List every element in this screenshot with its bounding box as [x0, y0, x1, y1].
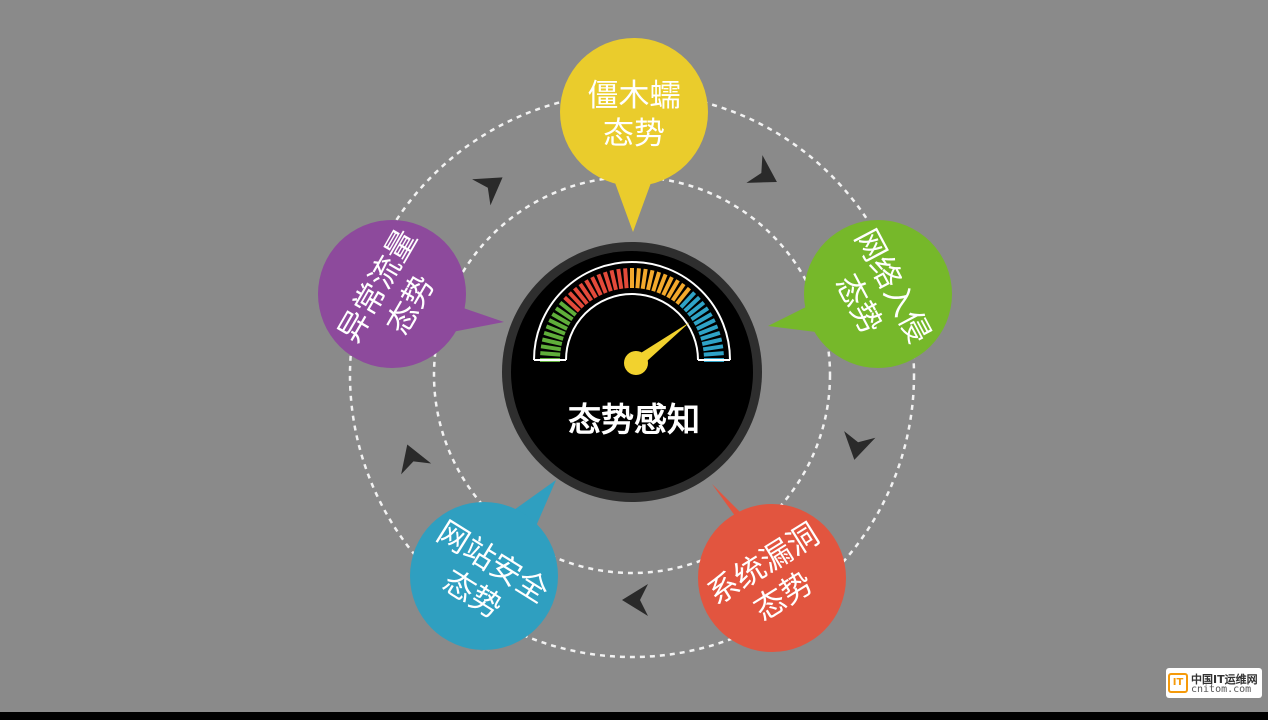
gauge-tick: [679, 291, 697, 309]
gauge-tick: [646, 269, 655, 291]
gauge-tick: [690, 306, 710, 322]
gauge-tick: [666, 279, 680, 299]
gauge-tick: [590, 276, 603, 296]
gauge-tick: [541, 337, 563, 346]
gauge-tick: [573, 286, 589, 305]
chevron-arrow-icon: [746, 155, 777, 183]
gauge-tick: [661, 276, 674, 296]
flow-chevrons: [401, 155, 876, 616]
gauge-tick: [701, 337, 723, 346]
gauge-tick: [540, 344, 562, 352]
bubble-circle: [318, 220, 466, 368]
bubble-circle: [698, 504, 846, 652]
gauge-tick: [543, 330, 564, 341]
chevron-arrow-icon: [622, 584, 648, 616]
bubble-label-line2: 态势: [603, 116, 665, 152]
gauge-tick: [551, 312, 571, 326]
gauge-tick: [635, 268, 641, 289]
gauge-tick: [675, 286, 691, 305]
gauge-tick: [687, 301, 706, 317]
bubble-circle: [804, 220, 952, 368]
gauge-tick: [651, 271, 662, 292]
gauge-tick: [702, 344, 724, 352]
watermark-title: 中国IT运维网: [1191, 673, 1258, 686]
gauge-tick: [602, 271, 613, 292]
gauge-arc: [533, 261, 731, 361]
outer-dashed-ring: [348, 91, 916, 659]
site-watermark: IT 中国IT运维网 cnitom.com: [1166, 668, 1262, 698]
gauge-needle: [632, 322, 690, 368]
bubble-tail: [614, 180, 652, 232]
gauge-tick: [540, 351, 561, 357]
center-label: 态势感知: [568, 400, 700, 439]
gauge-tick: [548, 318, 568, 331]
gauge-tick: [554, 306, 574, 322]
gauge-tick: [656, 273, 668, 294]
chevron-arrow-icon: [401, 444, 432, 475]
gauge-tick: [670, 282, 686, 302]
bubble-circle: [560, 38, 708, 186]
gauge-tick: [545, 324, 566, 336]
gauge-tick: [623, 268, 629, 289]
gauge-tick: [616, 268, 624, 290]
gauge-tick: [640, 268, 648, 290]
gauge-tick: [578, 282, 594, 302]
bottom-strip: [0, 712, 1268, 720]
gauge-tick: [584, 279, 598, 299]
gauge-tick: [683, 295, 701, 313]
chevron-arrow-icon: [844, 431, 876, 460]
gauge-ticks: [533, 261, 731, 362]
gauge-tick: [563, 295, 581, 313]
gauge-tick: [693, 312, 713, 326]
chevron-arrow-icon: [472, 177, 503, 206]
gauge-inner-arc: [565, 293, 699, 361]
center-gauge: 态势感知: [502, 242, 762, 502]
gauge-tick: [558, 301, 577, 317]
gauge-tick: [567, 291, 585, 309]
bubble-circle: [410, 502, 558, 650]
gauge-tick: [596, 273, 608, 294]
watermark-domain: cnitom.com: [1191, 684, 1252, 695]
gauge-tick: [700, 330, 721, 341]
gauge-tick: [698, 324, 719, 336]
gauge-tick: [696, 318, 716, 331]
it-logo-icon: IT: [1168, 673, 1188, 693]
bubble-label-line1: 僵木蠕: [588, 78, 681, 114]
gauge-needle-hub: [624, 351, 648, 375]
gauge-tick: [609, 269, 618, 291]
gauge-tick: [703, 351, 724, 357]
